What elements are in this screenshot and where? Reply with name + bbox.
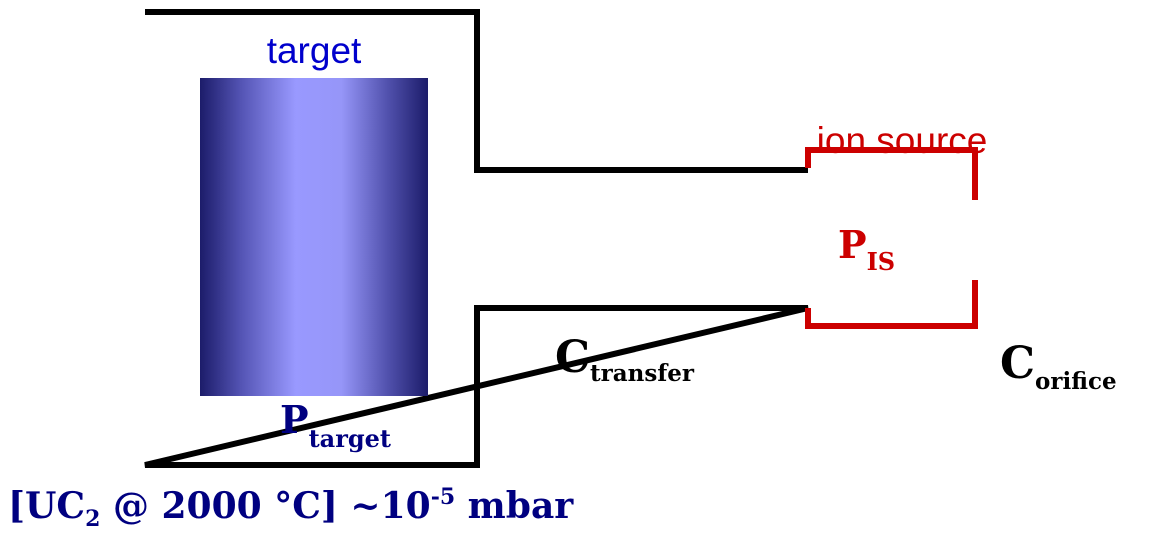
p-is-main: P [838, 222, 867, 267]
c-orifice-sub: orifice [1035, 368, 1117, 395]
target-cylinder [200, 78, 428, 396]
p-is-sub: IS [867, 247, 896, 276]
c-transfer-label: Ctransfer [555, 332, 695, 387]
c-transfer-sub: transfer [590, 360, 695, 387]
p-target-sub: target [309, 424, 391, 453]
target-label: target [267, 30, 362, 71]
ion-source-label: ion source [817, 120, 988, 161]
bottom-note-sub: 2 [85, 506, 100, 532]
c-transfer-main: C [555, 332, 590, 383]
ion-source-outline [805, 147, 978, 329]
p-is-label: PIS [838, 222, 895, 276]
bottom-note-part1: [UC [8, 485, 85, 527]
c-orifice-main: C [1000, 338, 1035, 389]
target-housing-outline [144, 9, 809, 468]
bottom-note-part3: mbar [455, 485, 574, 527]
bottom-note-part2: @ 2000 °C] ~10 [100, 485, 430, 527]
p-target-label: Ptarget [280, 397, 391, 453]
bottom-note-sup: -5 [431, 484, 455, 510]
c-orifice-label: Corifice [1000, 338, 1117, 395]
bottom-note: [UC2 @ 2000 °C] ~10-5 mbar [8, 484, 574, 532]
p-target-main: P [280, 397, 309, 442]
